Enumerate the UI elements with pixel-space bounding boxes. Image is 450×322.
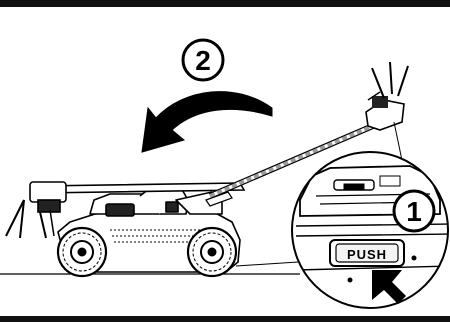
step-2-label: 2 <box>195 45 211 76</box>
front-wheel <box>188 228 236 276</box>
step-2-marker: 2 <box>183 40 223 80</box>
step-1-label: 1 <box>406 196 422 227</box>
step-1-marker: 1 <box>394 191 434 231</box>
bottom-frame-bar <box>0 316 450 322</box>
top-frame-bar <box>0 0 450 7</box>
zoom-detail: PUSH <box>292 152 450 308</box>
rear-wheel <box>58 228 106 276</box>
push-button-label: PUSH <box>347 247 387 262</box>
curved-arrow-icon <box>142 92 272 152</box>
